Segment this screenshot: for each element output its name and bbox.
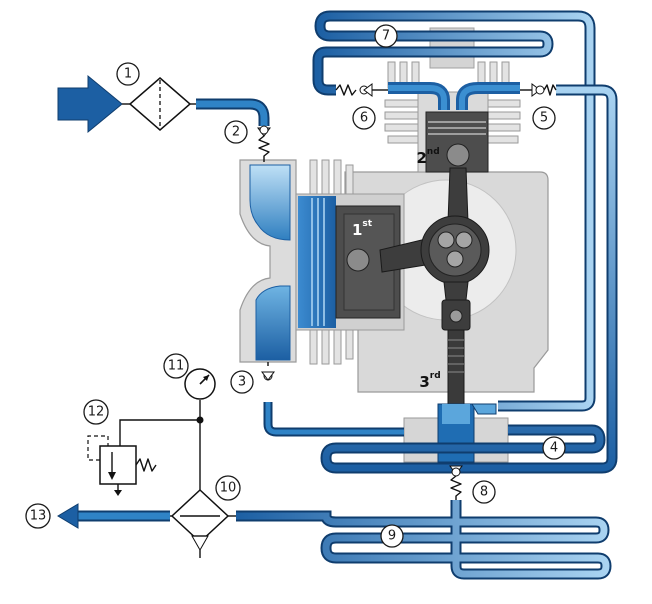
callout-13: 13	[25, 503, 51, 529]
outlet-arrow-icon	[57, 503, 79, 529]
callout-label: 2	[232, 125, 240, 140]
crank-mechanism	[379, 167, 490, 407]
outlet-pipe	[57, 503, 170, 529]
callout-label: 9	[388, 529, 396, 544]
callout-label: 4	[550, 441, 558, 456]
callout-label: 8	[480, 485, 488, 500]
check-valve-icon	[257, 125, 271, 162]
callout-11: 11	[163, 353, 189, 379]
callout-label: 5	[540, 111, 548, 126]
pressure-gauge-icon	[184, 368, 216, 400]
callout-10: 10	[215, 475, 241, 501]
stage-label-second: 2nd	[416, 147, 439, 167]
check-valve-icon	[449, 465, 463, 500]
callout-2: 2	[224, 120, 248, 144]
callout-label: 3	[238, 375, 246, 390]
second-stage-cylinder	[384, 27, 521, 173]
stage-label-first: 1st	[352, 219, 373, 239]
intake-filter-icon	[122, 77, 196, 131]
cooling-pipe-5	[320, 84, 618, 474]
callout-label: 11	[168, 359, 185, 374]
callout-label: 6	[360, 111, 368, 126]
callout-label: 12	[88, 405, 105, 420]
callout-8: 8	[472, 480, 496, 504]
check-valve-icon	[520, 83, 557, 97]
check-valve-icon	[261, 362, 275, 381]
first-stage-cylinder	[239, 159, 405, 365]
interstage-pipe-1-3	[263, 402, 404, 437]
callout-label: 1	[124, 67, 132, 82]
callout-12: 12	[83, 399, 109, 425]
callout-3: 3	[230, 370, 254, 394]
callout-5: 5	[532, 106, 556, 130]
callout-6: 6	[352, 106, 376, 130]
pressure-relief-valve-icon	[87, 419, 200, 496]
check-valve-icon	[335, 83, 388, 97]
inlet-arrow-icon	[57, 74, 123, 134]
callout-label: 13	[30, 509, 47, 524]
callout-4: 4	[542, 436, 566, 460]
inlet-pipe	[196, 98, 270, 126]
output-filter-icon	[170, 488, 236, 558]
stage-label-third: 3rd	[419, 371, 440, 391]
callout-9: 9	[380, 524, 404, 548]
cooling-coil-9	[236, 500, 612, 580]
callout-7: 7	[374, 24, 398, 48]
callout-label: 7	[382, 29, 390, 44]
callout-label: 10	[220, 481, 237, 496]
cooling-coil-7	[312, 10, 596, 412]
callout-1: 1	[116, 62, 140, 86]
